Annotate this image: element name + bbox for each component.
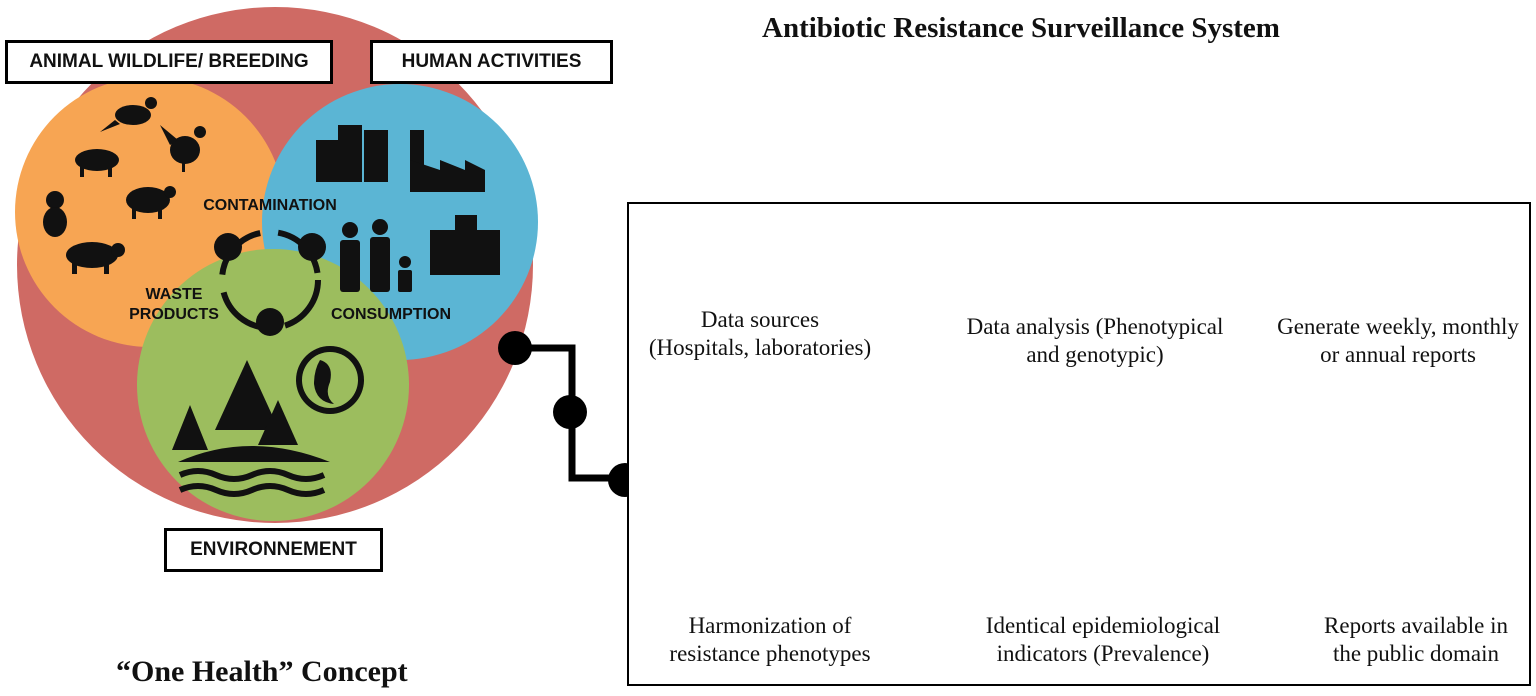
animal-label: ANIMAL WILDLIFE/ BREEDING: [5, 40, 333, 84]
step1-footer-line2: resistance phenotypes: [669, 641, 871, 666]
step1-caption: Data sources (Hospitals, laboratories): [640, 306, 880, 362]
step3-caption-line2: or annual reports: [1320, 342, 1476, 367]
globe-icon: [296, 346, 364, 414]
flow-consumption: CONSUMPTION: [331, 306, 451, 323]
animal-icons: [43, 97, 206, 274]
flow-waste-line1: WASTE: [145, 286, 203, 303]
step3-footer: Reports available in the public domain: [1306, 612, 1526, 668]
step2-caption-line2: and genotypic): [1026, 342, 1164, 367]
db-label-ast: AST: [729, 440, 771, 465]
step1-caption-line1: Data sources: [700, 307, 820, 332]
family-icon: [340, 219, 412, 292]
pig-icon: [75, 149, 119, 177]
step2-footer-line1: Identical epidemiological: [985, 613, 1221, 638]
cow-icon: [66, 242, 125, 274]
environment-icons: [172, 346, 364, 497]
db-label-clinic: Clinic: [728, 556, 782, 581]
waves-icon: [178, 468, 326, 497]
cycle-node-left: [214, 233, 242, 261]
db-label-demographic: Demographic: [688, 496, 808, 521]
factory-icon: [410, 130, 485, 192]
connector-node: [553, 395, 587, 429]
concept-title: “One Health” Concept: [116, 655, 408, 688]
step3-caption: Generate weekly, monthly or annual repor…: [1268, 313, 1528, 369]
step1-caption-line2: (Hospitals, laboratories): [648, 335, 872, 360]
step1-footer: Harmonization of resistance phenotypes: [650, 612, 890, 668]
trees-icon: [172, 360, 298, 450]
rooster-icon: [160, 125, 206, 172]
bird-icon: [100, 97, 157, 132]
buildings-icon: [316, 125, 388, 182]
system-title: Antibiotic Resistance Surveillance Syste…: [762, 12, 1280, 44]
step1-footer-line1: Harmonization of: [688, 613, 852, 638]
step3-footer-line2: the public domain: [1332, 641, 1500, 666]
human-label: HUMAN ACTIVITIES: [370, 40, 613, 84]
cycle-node-bottom: [256, 308, 284, 336]
hospital-icon: [430, 215, 500, 275]
step3-footer-line1: Reports available in: [1324, 613, 1508, 638]
flow-waste-line2: PRODUCTS: [129, 306, 219, 323]
flow-contamination: CONTAMINATION: [203, 197, 337, 214]
connector-node: [498, 331, 532, 365]
surveillance-system-box: [627, 202, 1531, 686]
cycle-node-right: [298, 233, 326, 261]
monkey-icon: [43, 191, 67, 237]
sheep-icon: [126, 186, 176, 219]
environment-label: ENVIRONNEMENT: [164, 528, 383, 572]
step2-footer-line2: indicators (Prevalence): [996, 641, 1210, 666]
cycle-connector: [214, 229, 326, 336]
step2-caption-line1: Data analysis (Phenotypical: [966, 314, 1224, 339]
flow-waste-products: WASTE PRODUCTS: [118, 285, 230, 325]
step2-caption: Data analysis (Phenotypical and genotypi…: [950, 313, 1240, 369]
step2-footer: Identical epidemiological indicators (Pr…: [968, 612, 1238, 668]
step3-caption-line1: Generate weekly, monthly: [1277, 314, 1519, 339]
island-icon: [178, 446, 330, 462]
human-icons: [316, 125, 500, 292]
connector-line: [498, 331, 642, 497]
